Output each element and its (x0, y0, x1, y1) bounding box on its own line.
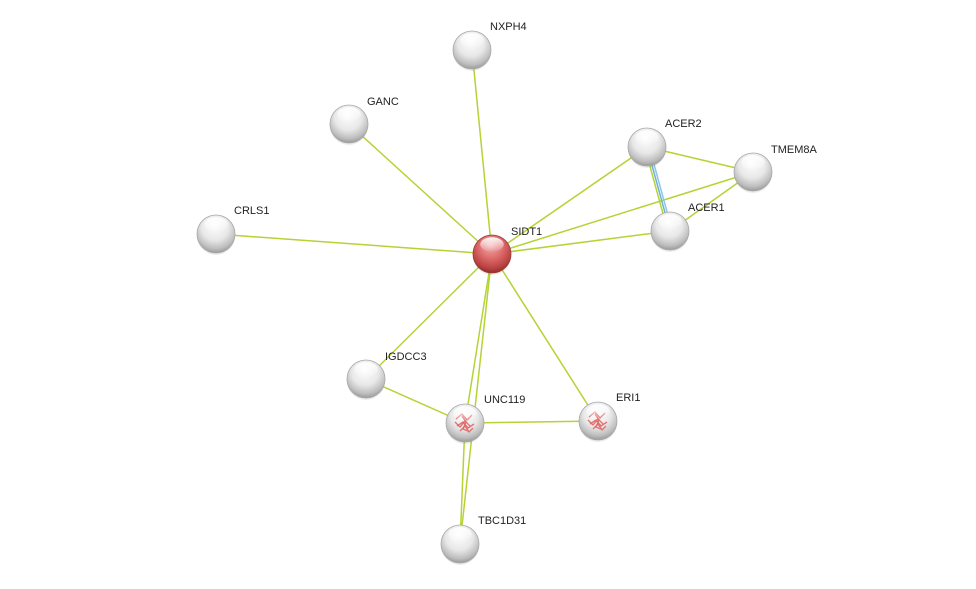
node-highlight (658, 214, 682, 229)
edge-sidt1-acer2[interactable] (491, 146, 648, 255)
node-highlight (448, 527, 472, 542)
node-nxph4[interactable]: NXPH4 (452, 21, 527, 71)
edge-sidt1-crls1[interactable] (215, 233, 493, 255)
node-highlight (741, 155, 765, 170)
node-acer2[interactable]: ACER2 (627, 118, 702, 168)
node-highlight (354, 362, 378, 377)
node-label-acer2: ACER2 (665, 118, 702, 130)
edge-sidt1-tbc1d31[interactable] (459, 253, 493, 545)
edge-sidt1-nxph4[interactable] (471, 49, 493, 255)
node-highlight (460, 33, 484, 48)
node-highlight (337, 107, 361, 122)
edge-unc119-eri1[interactable] (464, 420, 599, 424)
edge-sidt1-acer1[interactable] (491, 230, 671, 255)
edge-line-textmining (459, 253, 493, 545)
node-highlight (480, 237, 504, 252)
node-label-igdcc3: IGDCC3 (385, 351, 427, 363)
node-label-eri1: ERI1 (616, 392, 640, 404)
edge-line-textmining (464, 253, 493, 424)
node-highlight (635, 130, 659, 145)
node-label-tbc1d31: TBC1D31 (478, 515, 526, 527)
edge-unc119-tbc1d31[interactable] (459, 422, 466, 545)
node-igdcc3[interactable]: IGDCC3 (346, 351, 427, 400)
node-label-acer1: ACER1 (688, 202, 725, 214)
node-highlight (586, 404, 610, 419)
node-label-sidt1: SIDT1 (511, 226, 542, 238)
edge-sidt1-unc119[interactable] (464, 253, 493, 424)
node-highlight (453, 406, 477, 421)
node-crls1[interactable]: CRLS1 (196, 205, 269, 255)
edge-line-textmining (491, 253, 599, 422)
edge-line-textmining (215, 233, 493, 255)
edge-line-textmining (491, 146, 648, 255)
node-sidt1[interactable]: SIDT1 (472, 226, 542, 275)
edge-sidt1-igdcc3[interactable] (365, 253, 493, 380)
edge-sidt1-ganc[interactable] (348, 123, 493, 255)
node-label-nxph4: NXPH4 (490, 21, 527, 33)
node-highlight (204, 217, 228, 232)
edge-sidt1-tmem8a[interactable] (491, 171, 754, 255)
edge-line-textmining (365, 253, 493, 380)
edge-sidt1-eri1[interactable] (491, 253, 599, 422)
node-tbc1d31[interactable]: TBC1D31 (440, 515, 526, 565)
edge-line-textmining (459, 422, 466, 545)
edge-line-textmining (348, 123, 493, 255)
edge-line-textmining (491, 171, 754, 255)
node-label-ganc: GANC (367, 96, 399, 108)
edge-line-textmining (491, 230, 671, 255)
node-acer1[interactable]: ACER1 (650, 202, 725, 252)
edge-line-textmining (471, 49, 493, 255)
node-label-tmem8a: TMEM8A (771, 144, 818, 156)
node-label-crls1: CRLS1 (234, 205, 269, 217)
node-eri1[interactable]: ERI1 (578, 392, 640, 442)
node-ganc[interactable]: GANC (329, 96, 399, 145)
node-unc119[interactable]: UNC119 (445, 394, 525, 444)
node-label-unc119: UNC119 (484, 394, 525, 406)
node-tmem8a[interactable]: TMEM8A (733, 144, 818, 193)
edge-line-textmining (464, 420, 599, 424)
